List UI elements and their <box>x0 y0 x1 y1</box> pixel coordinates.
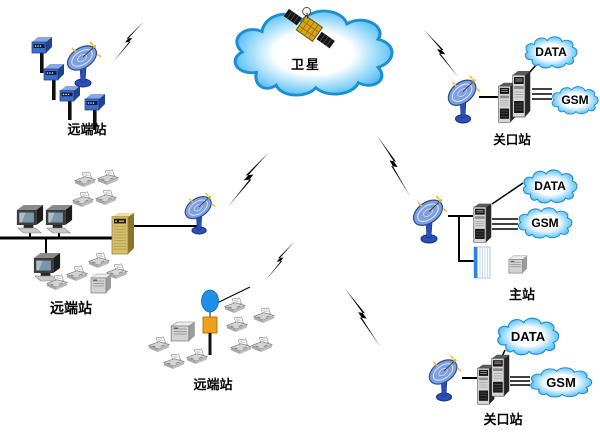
data-cloud: DATA <box>495 316 561 356</box>
desktop-pc-icon <box>45 204 73 234</box>
satellite-dish-icon <box>443 74 481 124</box>
lightning-bolt-icon <box>344 288 381 347</box>
fax-phone-icon <box>224 297 246 314</box>
lightning-bolt-icon <box>376 135 411 197</box>
small-box-icon <box>508 255 528 274</box>
gsm-cloud-label: GSM <box>546 374 576 390</box>
gsm-cloud: GSM <box>550 85 600 115</box>
gsm-cloud: GSM <box>516 206 574 239</box>
master-branch-line <box>458 216 475 262</box>
gsm-cloud-label: GSM <box>531 215 559 230</box>
gsm-cloud-label: GSM <box>561 93 589 107</box>
lightning-bolt-icon <box>423 29 459 78</box>
fax-phone-icon <box>74 171 96 188</box>
small-box-icon <box>90 273 112 294</box>
rtu-device-icon <box>59 85 81 121</box>
pole-antenna-icon <box>200 289 220 356</box>
fax-phone-icon <box>148 336 170 353</box>
fax-phone-icon <box>46 274 68 291</box>
master-gsm-links <box>492 218 518 230</box>
fax-phone-icon <box>72 191 94 208</box>
lan-server-icon <box>111 212 135 255</box>
satellite-label: 卫星 <box>290 56 321 72</box>
satellite-dish-icon <box>408 194 448 244</box>
data-cloud: DATA <box>523 35 579 69</box>
server-tower-icon <box>512 70 531 118</box>
satellite-icon <box>280 0 343 53</box>
fax-phone-icon <box>163 353 185 370</box>
data-cloud-label: DATA <box>510 328 546 344</box>
server-tower-icon <box>473 203 492 243</box>
server-tower-icon <box>491 354 510 397</box>
satellite-dish-icon <box>424 354 462 402</box>
fax-phone-icon <box>253 307 275 324</box>
remote-top-left-label: 远端站 <box>67 122 107 137</box>
fax-phone-icon <box>251 336 273 353</box>
master-label: 主站 <box>508 287 535 302</box>
fax-phone-icon <box>97 169 119 186</box>
remote-bottom-label: 远端站 <box>193 377 233 392</box>
fax-phone-icon <box>226 316 248 333</box>
antenna-guy-line <box>216 286 251 304</box>
small-box-icon <box>170 321 196 342</box>
fax-phone-icon <box>66 265 88 282</box>
gateway-bottom-label: 关口站 <box>483 412 523 427</box>
lightning-bolt-icon <box>265 241 295 281</box>
satellite-dish-icon <box>180 191 217 235</box>
master-data-link <box>491 182 524 205</box>
satellite-cloud: 卫星 <box>228 6 398 98</box>
gsm-cloud: GSM <box>528 366 594 398</box>
gwtop-gsm-links <box>532 88 552 100</box>
remote-mid-left-label: 远端站 <box>50 300 92 316</box>
gwbot-gsm-links <box>510 376 530 386</box>
data-cloud-label: DATA <box>535 45 567 59</box>
fax-phone-icon <box>186 348 208 365</box>
fax-phone-icon <box>230 338 252 355</box>
data-cloud-label: DATA <box>534 179 566 193</box>
lightning-bolt-icon <box>227 151 270 207</box>
gateway-top-label: 关口站 <box>493 133 531 147</box>
fax-phone-icon <box>95 189 117 206</box>
data-cloud: DATA <box>521 168 579 204</box>
striped-server-icon <box>473 246 491 279</box>
lightning-bolt-icon <box>113 21 144 62</box>
satellite-dish-icon <box>62 40 102 88</box>
